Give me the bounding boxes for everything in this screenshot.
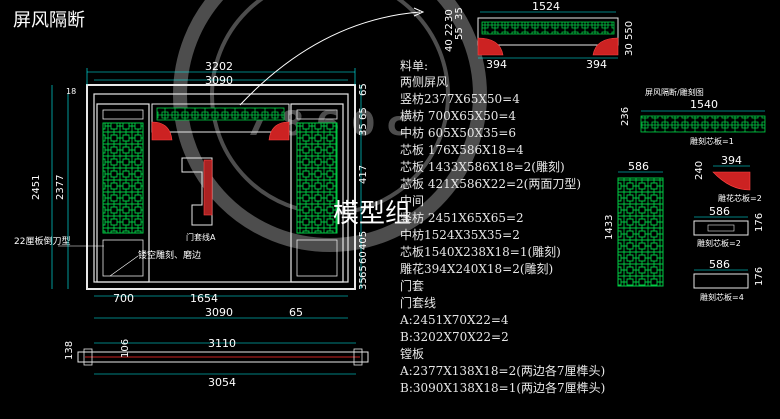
material-line: 竖枋2377X65X50=4 [400,91,520,106]
material-line: B:3202X70X22=2 [400,330,509,344]
dim-board2-240: 240 [694,161,705,180]
dim-top-inner: 3090 [205,74,233,87]
small-board-1: 586 176 雕刻芯板=2 [693,205,765,248]
dim-left-outer: 2451 [31,175,42,200]
door-frame-outer [86,84,356,290]
dim-section-138: 138 [64,341,75,360]
dim-detail-394b: 394 [586,58,607,71]
carving-label: 镂空雕刻、磨边 [138,249,201,261]
dim-board1-236: 236 [620,107,631,126]
material-line: 芯板 1433X586X18=2(雕刻) [400,159,565,174]
material-heading: 料单: [400,59,428,73]
dim-bottom-1654: 1654 [190,292,218,305]
dim-detail-40: 40 [444,39,455,52]
dim-board1-1540: 1540 [690,98,718,111]
carving-board-2: 240 394 雕花芯板=2 [694,154,762,203]
material-line: 横枋 700X65X50=4 [400,108,516,123]
dim-board2-394: 394 [721,154,742,167]
dim-left-top: 18 [66,87,76,96]
dim-detail-1524: 1524 [532,0,560,13]
dim-sb1-586: 586 [709,205,730,218]
door-frame-detail: 门套线A [181,157,216,242]
material-line: 芯板 421X586X22=2(两面刀型) [400,177,581,191]
dim-section-106: 106 [120,339,131,358]
material-line: 中枋 605X50X35=6 [400,125,516,140]
reference-arrow [239,11,421,106]
dim-detail-55: 55 [454,27,465,40]
dim-right-7: 65 [358,265,369,278]
dim-detail-35: 35 [454,7,465,20]
small-board-2: 586 176 雕刻芯板=4 [693,258,765,302]
material-line: 中间 [400,193,424,208]
dim-sb2-586: 586 [709,258,730,271]
dim-detail-30b: 30 [624,43,635,56]
dim-detail-550: 550 [624,21,635,40]
section-view: 3110 3054 138 106 [64,337,369,389]
dim-sb2-176: 176 [754,267,765,286]
main-elevation: 22厘板倒刀型 镂空雕刻、磨边 3202 3090 2451 2377 18 6… [14,60,369,319]
material-line: 雕花394X240X18=2(雕刻) [400,261,553,276]
board-type-label: 22厘板倒刀型 [14,235,70,247]
material-line: A:2451X70X22=4 [399,313,509,327]
material-line: B:3090X138X18=1(两边各7厘榫头) [400,380,605,395]
dim-right-6: 60 [358,251,369,264]
dim-detail-22: 22 [444,23,455,36]
dim-panel-586: 586 [628,160,649,173]
page-title: 屏风隔断 [13,10,85,31]
dim-bottom-3090: 3090 [205,306,233,319]
dim-detail-394a: 394 [486,58,507,71]
carving-board-1-title: 屏风隔断/雕刻图 [645,87,704,97]
top-carved-board [151,103,290,141]
dim-right-2: 65 [358,107,369,120]
dim-left-inner: 2377 [55,175,66,200]
dim-right-3: 35 [358,123,369,136]
panel-detail: 586 1433 [604,160,664,287]
small-board-1-caption: 雕刻芯板=2 [697,238,741,248]
top-carved-detail: 1524 30 22 40 35 55 550 30 394 394 [444,0,635,71]
material-line: 门套线 [400,295,436,310]
dim-section-3054: 3054 [208,376,236,389]
watermark-text: 模型组 [333,199,411,229]
dim-section-3110: 3110 [208,337,236,350]
material-line: 镗板 [400,347,424,361]
material-line: 芯板 176X586X18=4 [400,143,524,157]
material-line: 竖枋 2451X65X65=2 [400,210,524,225]
material-line: 中枋1524X35X35=2 [400,227,520,242]
material-line: A:2377X138X18=2(两边各7厘榫头) [399,363,605,378]
material-line: 芯板1540X238X18=1(雕刻) [400,244,561,259]
dim-bottom-700: 700 [113,292,134,305]
dim-right-8: 35 [358,277,369,290]
small-board-2-caption: 雕刻芯板=4 [700,292,744,302]
carving-board-1: 屏风隔断/雕刻图 1540 236 雕刻芯板=1 [620,87,766,146]
dim-right-1: 65 [358,83,369,96]
dim-top-outer: 3202 [205,60,233,73]
dim-bottom-65: 65 [289,306,303,319]
door-frame-inner [93,93,349,283]
dim-detail-30: 30 [444,9,455,22]
door-frame-label: 门套线A [186,232,216,242]
dim-sb1-176: 176 [754,213,765,232]
material-line: 两侧屏风 [400,75,448,89]
dim-panel-1433: 1433 [604,215,615,240]
carving-board-2-caption: 雕花芯板=2 [718,193,762,203]
material-line: 门套 [400,278,424,293]
left-screen-panel [96,103,150,283]
carving-board-1-caption: 雕刻芯板=1 [690,136,734,146]
dim-right-5: 405 [358,231,369,250]
dim-right-4: 417 [358,165,369,184]
right-screen-panel [290,103,344,283]
